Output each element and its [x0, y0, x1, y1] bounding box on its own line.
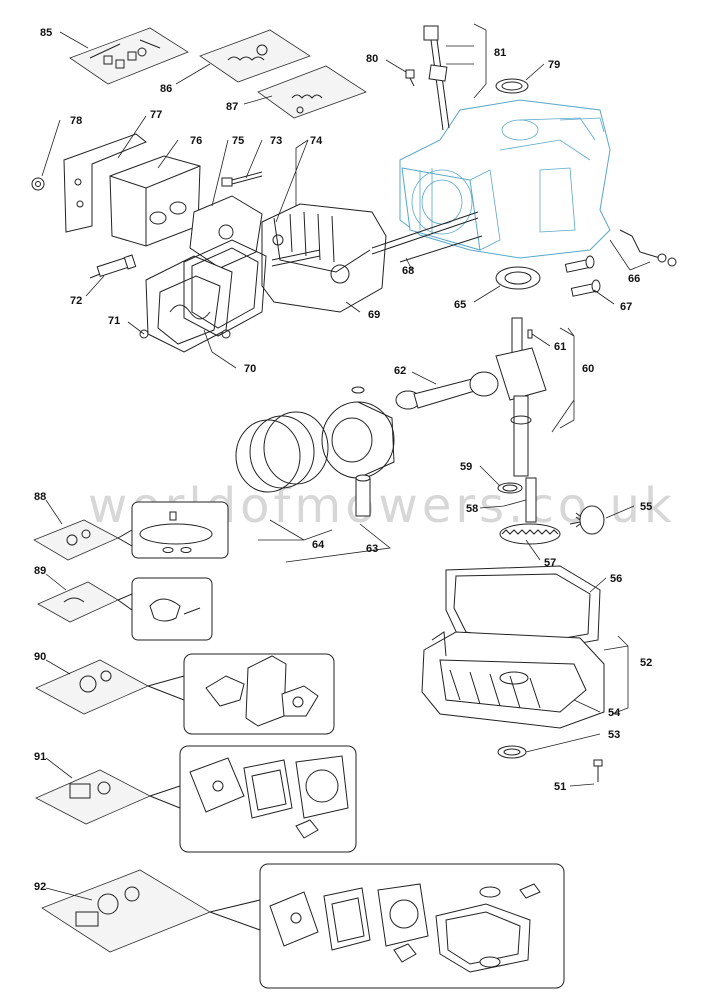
callout-78: 78: [70, 115, 82, 127]
callout-59: 59: [460, 461, 472, 473]
callout-72: 72: [70, 295, 82, 307]
part-70-gasket[interactable]: [183, 239, 267, 337]
part-81-dipstick[interactable]: [423, 25, 450, 131]
kit-90[interactable]: [35, 653, 335, 735]
part-74-cylinder-head[interactable]: [261, 203, 387, 313]
callout-57: 57: [544, 557, 556, 569]
callout-81: 81: [494, 47, 506, 59]
part-55-governor[interactable]: [569, 505, 605, 535]
kit-91[interactable]: [35, 745, 357, 853]
part-75-gasket[interactable]: [189, 195, 263, 269]
callout-52: 52: [640, 657, 652, 669]
callout-63: 63: [366, 543, 378, 555]
callout-55: 55: [640, 501, 652, 513]
part-63-piston-pin[interactable]: [355, 474, 371, 517]
part-51-bolt[interactable]: [593, 759, 603, 782]
callout-62: 62: [394, 365, 406, 377]
part-81-cylinder-block[interactable]: [399, 99, 611, 259]
part-53-seal[interactable]: [497, 745, 527, 759]
callout-67: 67: [620, 301, 632, 313]
part-piston[interactable]: [321, 386, 395, 479]
callout-68: 68: [402, 265, 414, 277]
part-60-crankshaft[interactable]: [495, 317, 547, 477]
part-65-bearing[interactable]: [495, 266, 541, 290]
callout-56: 56: [610, 573, 622, 585]
part-76-muffler[interactable]: [109, 155, 201, 247]
part-58-camshaft[interactable]: [499, 477, 561, 545]
part-85-bag[interactable]: [69, 27, 189, 85]
callout-70: 70: [244, 363, 256, 375]
part-52-crankcase[interactable]: [421, 631, 605, 729]
part-73-bolt[interactable]: [221, 171, 263, 187]
part-87-bag[interactable]: [257, 65, 367, 119]
callout-86: 86: [160, 83, 172, 95]
callout-89: 89: [34, 565, 46, 577]
callout-92: 92: [34, 881, 46, 893]
part-61-key[interactable]: [527, 329, 533, 339]
part-86-bag[interactable]: [199, 29, 311, 83]
callout-58: 58: [466, 503, 478, 515]
part-64-piston-rings[interactable]: [235, 411, 329, 493]
callout-71: 71: [108, 315, 120, 327]
callout-labels: 85 86 87 80 81 79 78 77 76 75 73 74 72 6…: [34, 27, 652, 893]
leader-lines: [41, 23, 651, 901]
callout-65: 65: [454, 299, 466, 311]
callout-66: 66: [628, 273, 640, 285]
callout-91: 91: [34, 751, 46, 763]
part-68-pushrod[interactable]: [371, 211, 483, 263]
callout-88: 88: [34, 491, 46, 503]
part-62-connecting-rod[interactable]: [395, 371, 499, 410]
callout-90: 90: [34, 651, 46, 663]
callout-76: 76: [190, 135, 202, 147]
part-67-pins[interactable]: [564, 255, 601, 297]
part-71-valve-cover[interactable]: [139, 255, 233, 353]
callout-74: 74: [310, 135, 323, 147]
kit-92[interactable]: [41, 863, 565, 989]
part-66-governor-arm[interactable]: [619, 229, 677, 267]
callout-75: 75: [232, 135, 244, 147]
part-72-spark-plug[interactable]: [89, 254, 137, 279]
part-78-nut[interactable]: [31, 177, 45, 191]
callout-87: 87: [226, 101, 238, 113]
part-79-seal[interactable]: [495, 78, 529, 94]
callout-53: 53: [608, 729, 620, 741]
callout-61: 61: [554, 341, 566, 353]
kit-89[interactable]: [37, 577, 213, 641]
part-59-seal[interactable]: [497, 482, 523, 494]
kit-88[interactable]: [33, 501, 229, 561]
callout-77: 77: [150, 109, 162, 121]
callout-73: 73: [270, 135, 282, 147]
callout-80: 80: [366, 53, 378, 65]
part-80-bolt[interactable]: [405, 69, 415, 87]
callout-79: 79: [548, 59, 560, 71]
callout-69: 69: [368, 309, 380, 321]
callout-60: 60: [582, 363, 594, 375]
part-77-bracket[interactable]: [63, 133, 147, 233]
callout-64: 64: [312, 539, 325, 551]
callout-85: 85: [40, 27, 52, 39]
callout-51: 51: [554, 781, 566, 793]
callout-54: 54: [608, 707, 621, 719]
